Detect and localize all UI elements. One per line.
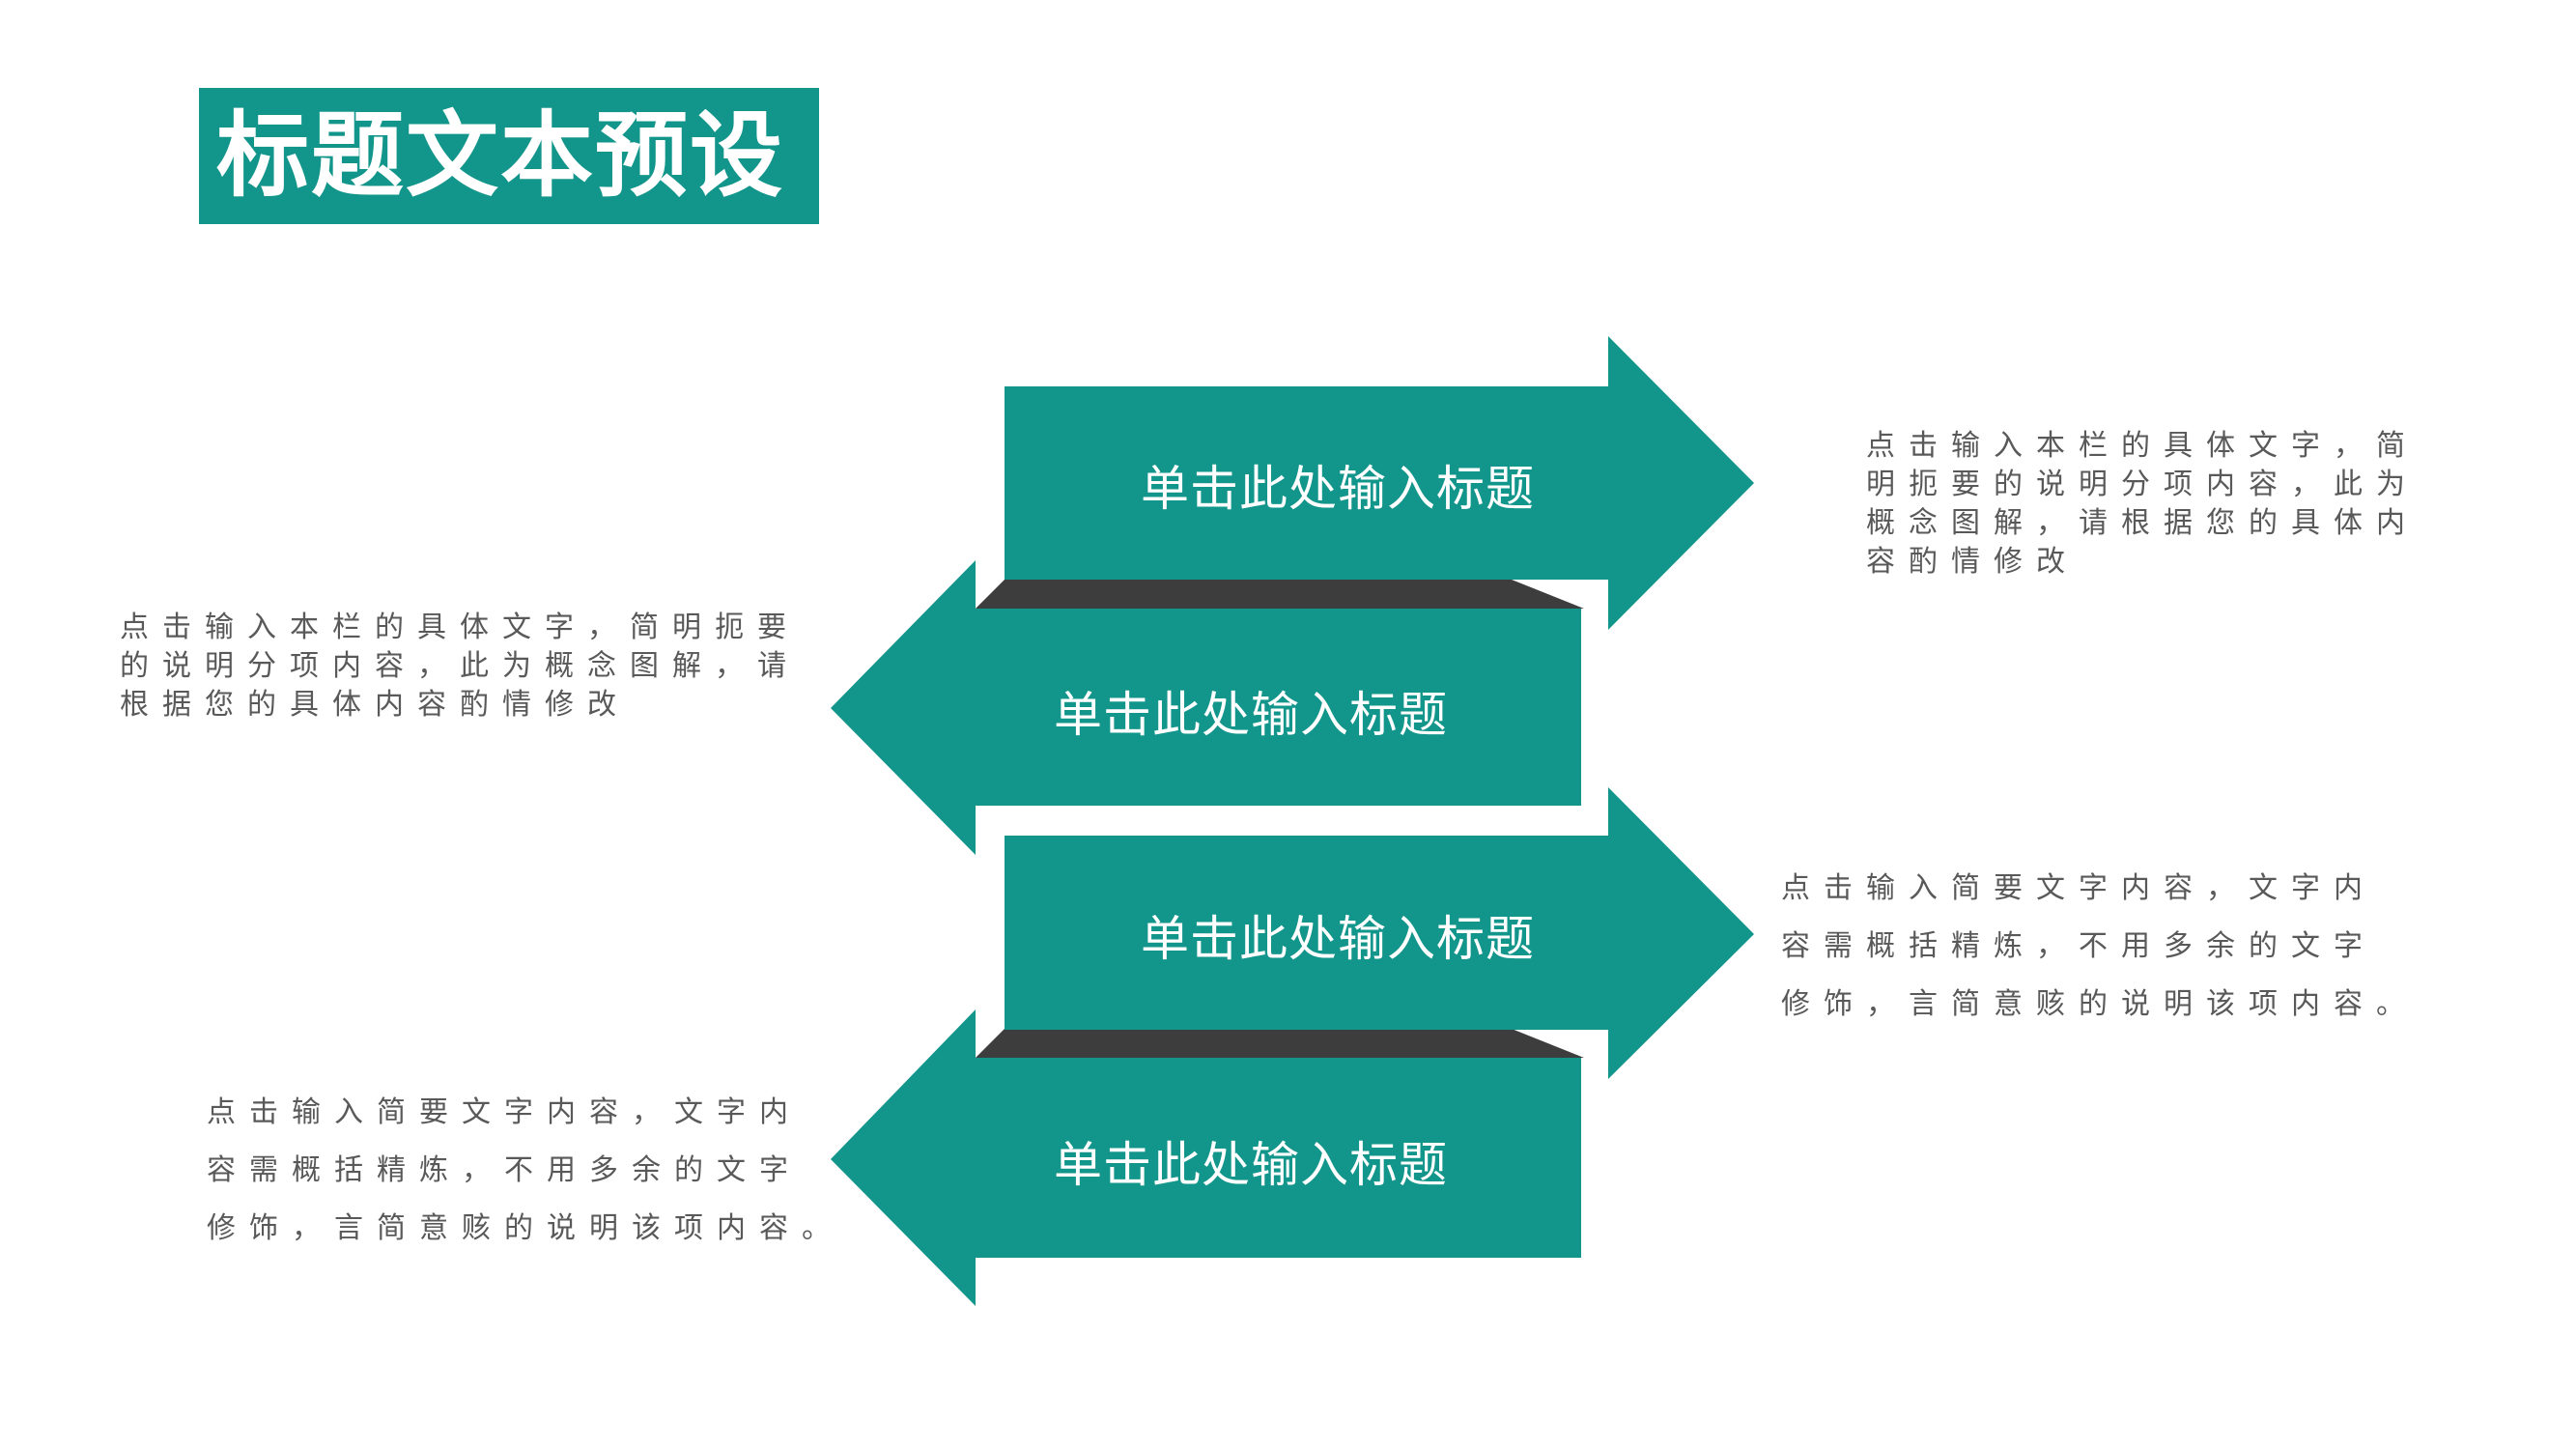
description-left-top[interactable]: 点击输入本栏的具体文字，简明扼要 的说明分项内容，此为概念图解，请 根据您的具体… — [120, 609, 800, 724]
arrow-step-2-label[interactable]: 单击此处输入标题 — [1054, 687, 1448, 743]
description-line: 修饰，言简意赅的说明该项内容。 — [1781, 987, 2419, 1021]
description-line: 容需概括精炼，不用多余的文字 — [1781, 929, 2376, 963]
description-line: 点击输入本栏的具体文字，简 — [1866, 429, 2419, 463]
arrow-step-4-label[interactable]: 单击此处输入标题 — [1054, 1137, 1448, 1193]
description-left-bottom[interactable]: 点击输入简要文字内容，文字内 容需概括精炼，不用多余的文字 修饰，言简意赅的说明… — [207, 1084, 844, 1258]
description-line: 点击输入简要文字内容，文字内 — [1781, 871, 2376, 905]
arrow-step-1 — [1005, 336, 1754, 630]
page-title: 标题文本预设 — [216, 101, 784, 210]
description-line: 点击输入本栏的具体文字，简明扼要 — [120, 611, 800, 644]
description-right-bottom[interactable]: 点击输入简要文字内容，文字内 容需概括精炼，不用多余的文字 修饰，言简意赅的说明… — [1781, 860, 2419, 1034]
arrow-step-3-label[interactable]: 单击此处输入标题 — [1141, 911, 1535, 967]
page-title-box: 标题文本预设 — [199, 88, 819, 224]
arrow-step-1-label[interactable]: 单击此处输入标题 — [1141, 461, 1535, 517]
description-line: 明扼要的说明分项内容，此为 — [1866, 468, 2419, 501]
description-line: 点击输入简要文字内容，文字内 — [207, 1095, 802, 1129]
arrow-step-2 — [831, 560, 1581, 855]
description-line: 容需概括精炼，不用多余的文字 — [207, 1153, 802, 1187]
arrow-3-shadow — [976, 1029, 1584, 1058]
description-right-top[interactable]: 点击输入本栏的具体文字，简 明扼要的说明分项内容，此为 概念图解，请根据您的具体… — [1866, 427, 2419, 582]
description-line: 根据您的具体内容酌情修改 — [120, 688, 630, 722]
description-line: 概念图解，请根据您的具体内 — [1866, 506, 2419, 540]
description-line: 的说明分项内容，此为概念图解，请 — [120, 649, 800, 683]
arrow-step-4 — [831, 1009, 1581, 1306]
description-line: 容酌情修改 — [1866, 545, 2079, 579]
arrow-1-shadow — [976, 580, 1584, 609]
description-line: 修饰，言简意赅的说明该项内容。 — [207, 1211, 844, 1245]
arrow-step-3 — [1005, 787, 1754, 1079]
